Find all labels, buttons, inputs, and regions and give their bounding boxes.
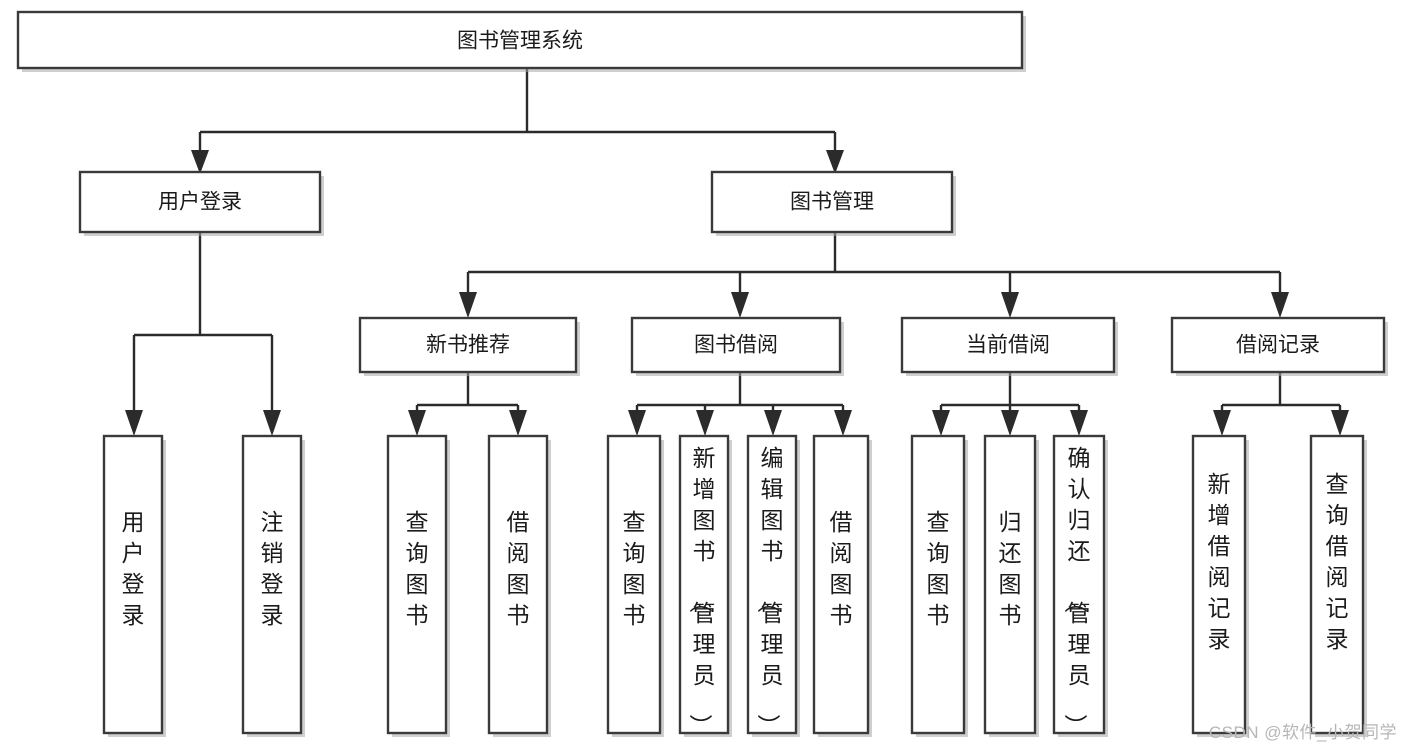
arrow-current-leaf-2 [1001, 410, 1019, 436]
node-user-login-label: 用户登录 [158, 191, 242, 214]
node-leaf-current-borrow-2-box [983, 434, 1037, 735]
node-leaf-borrow-record-2[interactable]: 查询借阅记录 [1309, 434, 1367, 737]
node-leaf-current-borrow-1[interactable]: 查询图书 [910, 434, 968, 737]
arrow-bookmanage-child-1 [459, 292, 477, 318]
node-root-box [16, 10, 1024, 70]
node-leaf-borrow-record-2-box [1309, 434, 1365, 735]
node-leaf-new-book-1-box [386, 434, 448, 735]
arrow-bookmanage-child-4 [1271, 292, 1289, 318]
arrow-newbook-leaf-2 [509, 410, 527, 436]
arrow-root-to-user-login [191, 150, 209, 174]
node-borrow-record-box [1170, 316, 1386, 374]
node-leaf-book-borrow-2-label: 新增图书（管理员） [688, 445, 716, 737]
node-user-login[interactable]: 用户登录 [78, 170, 324, 236]
node-root[interactable]: 图书管理系统 [16, 10, 1026, 72]
node-current-borrow[interactable]: 当前借阅 [900, 316, 1118, 376]
node-leaf-user-login-1-box [102, 434, 164, 735]
node-leaf-book-borrow-1[interactable]: 查询图书 [606, 434, 664, 737]
node-leaf-current-borrow-3-label: 确认归还（管理员） [1063, 445, 1091, 737]
node-leaf-current-borrow-3-box [1052, 434, 1106, 735]
node-book-manage-label: 图书管理 [790, 191, 874, 214]
node-leaf-user-login-2[interactable]: 注销登录 [241, 434, 305, 737]
node-borrow-record-label: 借阅记录 [1236, 334, 1320, 357]
node-user-login-box [78, 170, 322, 234]
node-leaf-book-borrow-1-label: 查询图书 [623, 509, 646, 628]
node-leaf-current-borrow-3[interactable]: 确认归还（管理员） [1052, 434, 1108, 737]
node-leaf-current-borrow-2[interactable]: 归还图书 [983, 434, 1039, 737]
arrow-borrow-leaf-1 [628, 410, 646, 436]
node-leaf-book-borrow-4-label: 借阅图书 [830, 509, 853, 628]
node-new-book-recommend-label: 新书推荐 [426, 334, 510, 357]
node-new-book-recommend[interactable]: 新书推荐 [358, 316, 580, 376]
node-book-manage[interactable]: 图书管理 [710, 170, 956, 236]
node-leaf-current-borrow-2-label: 归还图书 [999, 509, 1022, 628]
arrow-current-leaf-1 [932, 410, 950, 436]
node-leaf-new-book-2-box [487, 434, 549, 735]
node-leaf-borrow-record-1[interactable]: 新增借阅记录 [1191, 434, 1249, 737]
node-leaf-book-borrow-3-box [746, 434, 798, 735]
arrow-record-leaf-2 [1331, 410, 1349, 436]
node-leaf-book-borrow-2-box [678, 434, 730, 735]
node-leaf-new-book-2-label: 借阅图书 [507, 509, 530, 628]
arrow-newbook-leaf-1 [408, 410, 426, 436]
arrow-userlogin-leaf-2 [263, 410, 281, 436]
node-book-borrow-label: 图书借阅 [694, 334, 778, 357]
node-book-borrow[interactable]: 图书借阅 [630, 316, 844, 376]
node-leaf-user-login-1[interactable]: 用户登录 [102, 434, 166, 737]
node-leaf-book-borrow-4-box [812, 434, 870, 735]
node-root-label: 图书管理系统 [457, 30, 583, 53]
node-borrow-record[interactable]: 借阅记录 [1170, 316, 1388, 376]
node-new-book-recommend-box [358, 316, 578, 374]
node-leaf-book-borrow-3[interactable]: 编辑图书（管理员） [746, 434, 800, 737]
arrow-current-leaf-3 [1070, 410, 1088, 436]
node-book-borrow-box [630, 316, 842, 374]
node-current-borrow-box [900, 316, 1116, 374]
node-leaf-book-borrow-4[interactable]: 借阅图书 [812, 434, 872, 737]
node-leaf-new-book-1[interactable]: 查询图书 [386, 434, 450, 737]
node-book-manage-box [710, 170, 954, 234]
node-leaf-current-borrow-1-label: 查询图书 [927, 509, 950, 628]
edge-group [125, 68, 1349, 436]
node-leaf-user-login-1-label: 用户登录 [122, 509, 145, 628]
node-current-borrow-label: 当前借阅 [966, 334, 1050, 357]
node-leaf-book-borrow-1-box [606, 434, 662, 735]
node-leaf-borrow-record-1-label: 新增借阅记录 [1208, 471, 1231, 652]
arrow-borrow-leaf-3 [764, 410, 782, 436]
node-leaf-new-book-2[interactable]: 借阅图书 [487, 434, 551, 737]
arrow-root-to-book-manage [826, 150, 844, 174]
node-leaf-borrow-record-1-box [1191, 434, 1247, 735]
arrow-bookmanage-child-3 [1001, 292, 1019, 318]
arrow-userlogin-leaf-1 [125, 410, 143, 436]
node-leaf-current-borrow-1-box [910, 434, 966, 735]
node-leaf-new-book-1-label: 查询图书 [406, 509, 429, 628]
node-leaf-borrow-record-2-label: 查询借阅记录 [1326, 471, 1349, 652]
node-leaf-book-borrow-3-label: 编辑图书（管理员） [756, 445, 784, 737]
arrow-borrow-leaf-2 [696, 410, 714, 436]
node-leaf-user-login-2-box [241, 434, 303, 735]
arrow-borrow-leaf-4 [834, 410, 852, 436]
node-leaf-user-login-2-label: 注销登录 [261, 509, 284, 628]
node-leaf-book-borrow-2[interactable]: 新增图书（管理员） [678, 434, 732, 737]
arrow-record-leaf-1 [1213, 410, 1231, 436]
arrow-bookmanage-child-2 [731, 292, 749, 318]
